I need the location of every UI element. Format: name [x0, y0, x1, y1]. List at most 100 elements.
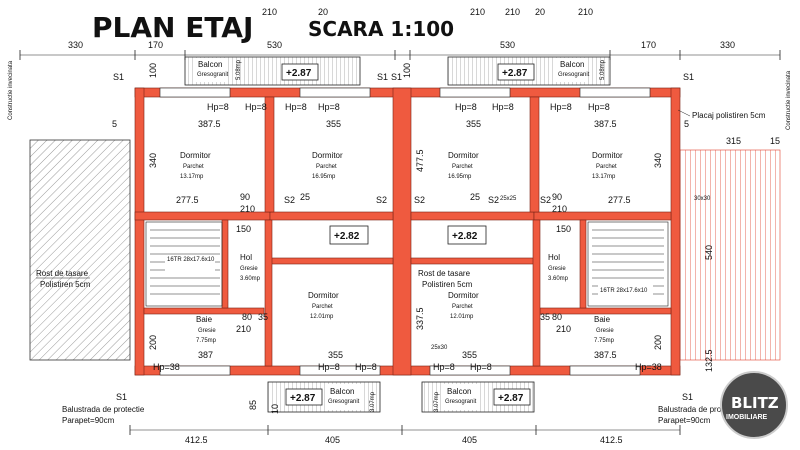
- parapet-right: Parapet=90cm: [658, 416, 711, 425]
- col-25x30: 25x30: [431, 345, 448, 351]
- hp-4: Hp=8: [318, 102, 340, 112]
- balcony-top-left-level: +2.87: [286, 68, 312, 79]
- dim-top-6: 330: [720, 40, 735, 50]
- rost-left-1: Rost de tasare: [36, 269, 89, 278]
- dim-topsmall-3: 210: [470, 7, 485, 17]
- d100-right: 100: [402, 63, 412, 78]
- d90-right: 90: [552, 192, 562, 202]
- s2-e: S2: [540, 195, 551, 205]
- d10: 10: [270, 404, 280, 414]
- misc-dimensions: 150 150 90 90 210 210 80 80 35 35 210 21…: [112, 63, 780, 414]
- room-10-name: Baie: [594, 315, 611, 324]
- hp38-left: Hp=38: [153, 362, 180, 372]
- hp38-right: Hp=38: [635, 362, 662, 372]
- dim-topsmall-5: 20: [535, 7, 545, 17]
- logo-line1: BLITZ: [731, 394, 779, 412]
- side-label-right: Constructie invecinata: [786, 70, 792, 130]
- balcony-bottom-left-sub: Gresogranit: [328, 399, 360, 405]
- hp-6: Hp=8: [492, 102, 514, 112]
- hp-1: Hp=8: [207, 102, 229, 112]
- rost-mid-1: Rost de tasare: [418, 269, 471, 278]
- s1-d: S1: [683, 72, 694, 82]
- dim-340-left: 340: [148, 153, 158, 168]
- room-7-name: Dormitor: [448, 291, 479, 300]
- balcony-top-left-label: Balcon: [198, 60, 222, 69]
- dim-bottom-4: 412.5: [600, 435, 623, 445]
- s1-b: S1: [377, 72, 388, 82]
- d315: 315: [726, 136, 741, 146]
- balcony-bottom-right-label: Balcon: [447, 387, 471, 396]
- room-6-floor: Parchet: [312, 304, 333, 310]
- plan-title: PLAN ETAJ: [92, 11, 253, 44]
- s1-c: S1: [391, 72, 402, 82]
- dim-topsmall-2: 20: [318, 7, 328, 17]
- d540: 540: [704, 245, 714, 260]
- hp-5: Hp=8: [455, 102, 477, 112]
- hp-3: Hp=8: [285, 102, 307, 112]
- stairs-left-label: 16TR 28x17.6x10: [167, 257, 215, 263]
- room-3-name: Dormitor: [448, 151, 479, 160]
- balcony-top-right-sub: Gresogranit: [558, 72, 590, 78]
- dim-477: 477.5: [415, 149, 425, 172]
- dim-top-2: 170: [148, 40, 163, 50]
- balcony-top-right-label: Balcon: [560, 60, 584, 69]
- dim-277-right: 277.5: [608, 195, 631, 205]
- top-dimensions: 330 170 530 530 170 330 210 20 210 210 2…: [68, 7, 735, 50]
- room-8-area: 3.60mp: [548, 276, 569, 282]
- d5-right: 5: [684, 119, 689, 129]
- d210-bath-left: 210: [236, 324, 251, 334]
- dim-200-left: 200: [148, 335, 158, 350]
- d90-left: 90: [240, 192, 250, 202]
- walls: [134, 87, 681, 376]
- dim-387b-left: 387: [198, 350, 213, 360]
- d100-left: 100: [148, 63, 158, 78]
- room-1-name: Dormitor: [180, 151, 211, 160]
- d210-right: 210: [552, 204, 567, 214]
- s2-b: S2: [376, 195, 387, 205]
- dim-355b-left: 355: [328, 350, 343, 360]
- room-9-area: 7.75mp: [196, 338, 217, 344]
- neighbour-hatch-left: [29, 139, 131, 361]
- room-4-name: Dormitor: [592, 151, 623, 160]
- balcony-bottom-left-level: +2.87: [290, 393, 316, 404]
- dim-355b-right: 355: [462, 350, 477, 360]
- s1-e: S1: [116, 392, 127, 402]
- s2-d: S2: [488, 195, 499, 205]
- blitz-logo: BLITZ IMOBILIARE: [720, 371, 788, 439]
- balcony-bottom-right-level: +2.87: [498, 393, 524, 404]
- annotations: Rost de tasare Polistiren 5cm Rost de ta…: [36, 109, 766, 425]
- dim-bottom-3: 405: [462, 435, 477, 445]
- room-dimensions: 387.5 355 355 387.5 277.5 277.5 340 340 …: [148, 119, 663, 360]
- s1-a: S1: [113, 72, 124, 82]
- room-2-area: 16.95mp: [312, 174, 336, 180]
- room-6-area: 12.01mp: [310, 314, 334, 320]
- room-4-floor: Parchet: [596, 164, 617, 170]
- dim-top-5: 170: [641, 40, 656, 50]
- hp-11: Hp=8: [433, 362, 455, 372]
- dim-340-right: 340: [653, 153, 663, 168]
- d15: 15: [770, 136, 780, 146]
- dim-bottom-2: 405: [325, 435, 340, 445]
- room-1-floor: Parchet: [183, 164, 204, 170]
- hp-8: Hp=8: [588, 102, 610, 112]
- d210-bath-right: 210: [556, 324, 571, 334]
- d25-a: 25: [300, 192, 310, 202]
- dim-355-right: 355: [466, 119, 481, 129]
- hp-2: Hp=8: [245, 102, 267, 112]
- col-25x25: 25x25: [500, 196, 517, 202]
- dim-top-4: 530: [500, 40, 515, 50]
- hp-12: Hp=8: [470, 362, 492, 372]
- d150-right: 150: [556, 224, 571, 234]
- d85: 85: [248, 400, 258, 410]
- room-8-name: Hol: [548, 253, 560, 262]
- balcony-top-left-sub: Gresogranit: [197, 72, 229, 78]
- dim-topsmall-6: 210: [578, 7, 593, 17]
- neighbour-hatch-right: [679, 149, 781, 361]
- hp-7: Hp=8: [550, 102, 572, 112]
- balcony-top-right-area: 5.08mp: [600, 59, 606, 80]
- room-7-area: 12.01mp: [450, 314, 474, 320]
- dim-top-1: 330: [68, 40, 83, 50]
- d80-left: 80: [242, 312, 252, 322]
- room-2-name: Dormitor: [312, 151, 343, 160]
- dim-topsmall-1: 210: [262, 7, 277, 17]
